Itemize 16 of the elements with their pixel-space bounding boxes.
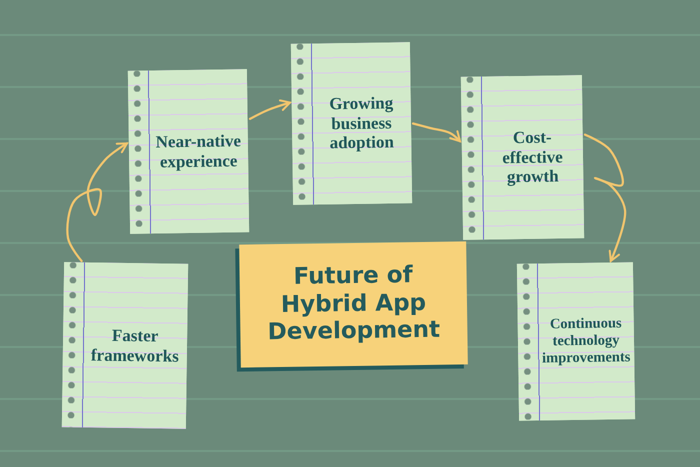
title-card xyxy=(239,241,468,368)
note-paper xyxy=(290,42,412,205)
curly-arrow xyxy=(248,99,292,120)
curly-arrow xyxy=(584,134,626,262)
curly-arrow xyxy=(412,122,462,142)
note-paper xyxy=(62,262,188,429)
note-text: Cost-effective growth xyxy=(501,127,564,188)
title-text: Future of Hybrid App Development xyxy=(266,262,442,348)
note-text: Faster frameworks xyxy=(90,325,180,366)
note-text: Continuous technology improvements xyxy=(540,316,632,367)
note-paper xyxy=(516,262,636,421)
note-paper xyxy=(128,69,250,234)
curly-arrow xyxy=(66,142,128,262)
note-text: Growing business adoption xyxy=(328,93,396,154)
note-text: Near-native experience xyxy=(154,131,242,172)
note-paper xyxy=(460,75,584,240)
